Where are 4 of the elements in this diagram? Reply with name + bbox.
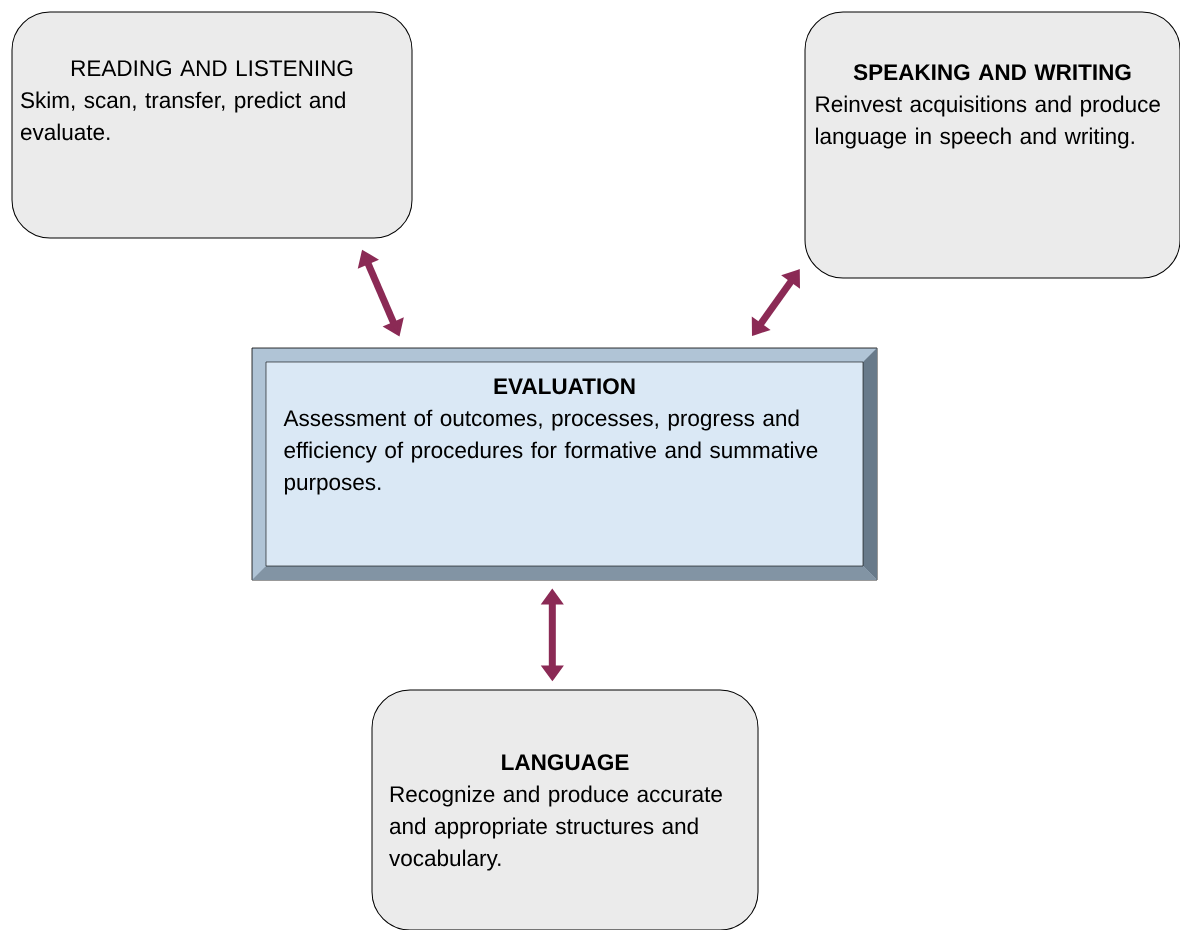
bevel-box: EVALUATION Assessment of outcomes, processes, progress and efficiency of procedures for formative and summative purposes. — [251, 347, 878, 581]
text-box: READING AND LISTENING Skim, scan, transfer, predict and evaluate. — [11, 11, 413, 239]
text-box: LANGUAGE Recognize and produce accurate and appropriate structures and vocabulary. — [371, 689, 759, 930]
text-box: SPEAKING AND WRITING Reinvest acquisitions and produce language in speech and writing. — [804, 11, 1180, 279]
